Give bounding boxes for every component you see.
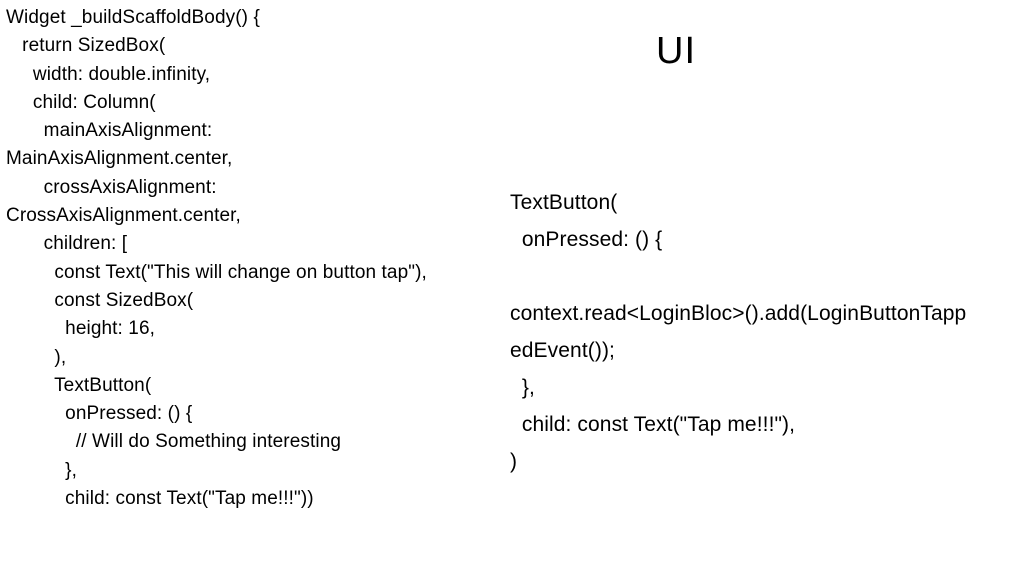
code-line: child: const Text("Tap me!!!"), — [510, 413, 796, 436]
code-line: crossAxisAlignment: — [6, 176, 217, 198]
left-code-block: Widget _buildScaffoldBody() { return Siz… — [6, 4, 506, 513]
code-line: child: const Text("Tap me!!!")) — [6, 488, 314, 510]
code-line: onPressed: () { — [6, 403, 193, 425]
code-line: child: Column( — [6, 91, 156, 113]
code-line: mainAxisAlignment: — [6, 120, 213, 142]
code-line: children: [ — [6, 233, 128, 255]
code-line: }, — [6, 459, 77, 481]
code-line: return SizedBox( — [6, 35, 166, 57]
code-line — [510, 258, 1020, 295]
code-line: ) — [510, 450, 518, 473]
code-line: edEvent()); — [510, 339, 615, 362]
code-line: Widget _buildScaffoldBody() { — [6, 7, 260, 28]
code-line: width: double.infinity, — [6, 63, 211, 85]
slide-title: UI — [656, 30, 696, 72]
code-line: CrossAxisAlignment.center, — [6, 205, 241, 227]
code-line: onPressed: () { — [510, 228, 663, 251]
code-line: MainAxisAlignment.center, — [6, 148, 233, 170]
code-line: context.read<LoginBloc>().add(LoginButto… — [510, 302, 967, 325]
code-line: TextButton( — [6, 374, 152, 396]
code-line: // Will do Something interesting — [6, 431, 342, 453]
code-line: ), — [6, 346, 67, 368]
code-line: TextButton( — [510, 191, 618, 214]
right-code-block: TextButton( onPressed: () { context.read… — [510, 184, 1020, 480]
code-line: height: 16, — [6, 318, 156, 340]
code-line: const SizedBox( — [6, 289, 194, 311]
code-line: const Text("This will change on button t… — [6, 261, 427, 283]
code-line: }, — [510, 376, 535, 399]
